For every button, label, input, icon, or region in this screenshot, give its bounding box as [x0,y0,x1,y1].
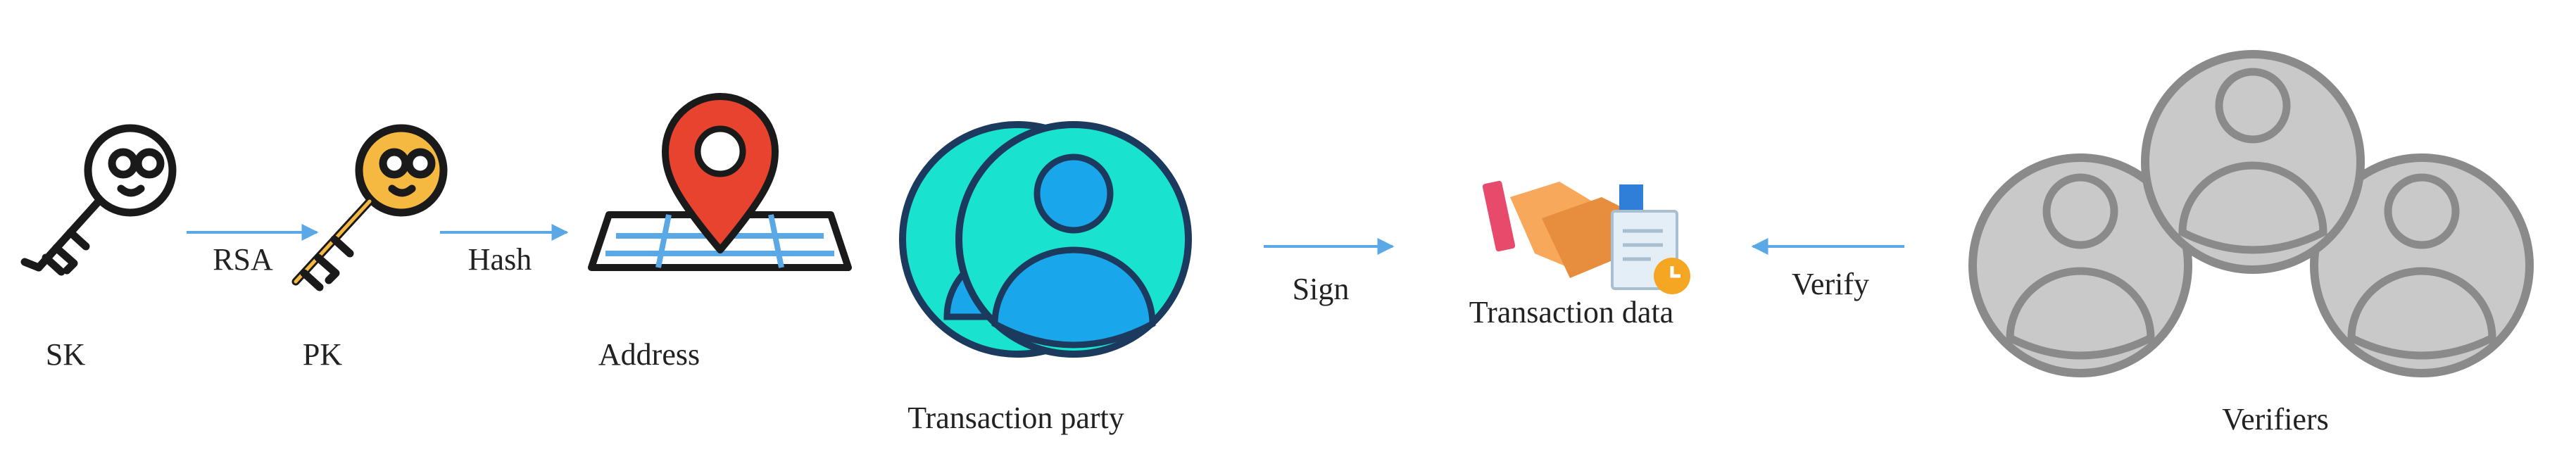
two-users-icon [899,121,1192,358]
handshake-document-icon [1482,180,1690,294]
pk-label: PK [302,337,343,372]
sign-edge-label: Sign [1292,272,1350,306]
verifiers-label: Verifiers [2222,402,2329,437]
black-key-icon [20,124,177,276]
transaction-party-label: Transaction party [907,401,1124,435]
three-users-icon [1968,50,2534,377]
verify-edge-label: Verify [1792,267,1869,301]
transaction-data-label: Transaction data [1469,295,1674,329]
verifier-right [2310,153,2534,377]
address-label: Address [598,337,700,372]
verifier-center [2141,50,2365,274]
map-pin-icon [588,93,852,271]
verifier-left [1968,153,2192,377]
rsa-edge-label: RSA [213,242,273,277]
orange-key-icon [291,124,448,291]
hash-edge-label: Hash [467,242,532,277]
sk-label: SK [45,337,86,372]
